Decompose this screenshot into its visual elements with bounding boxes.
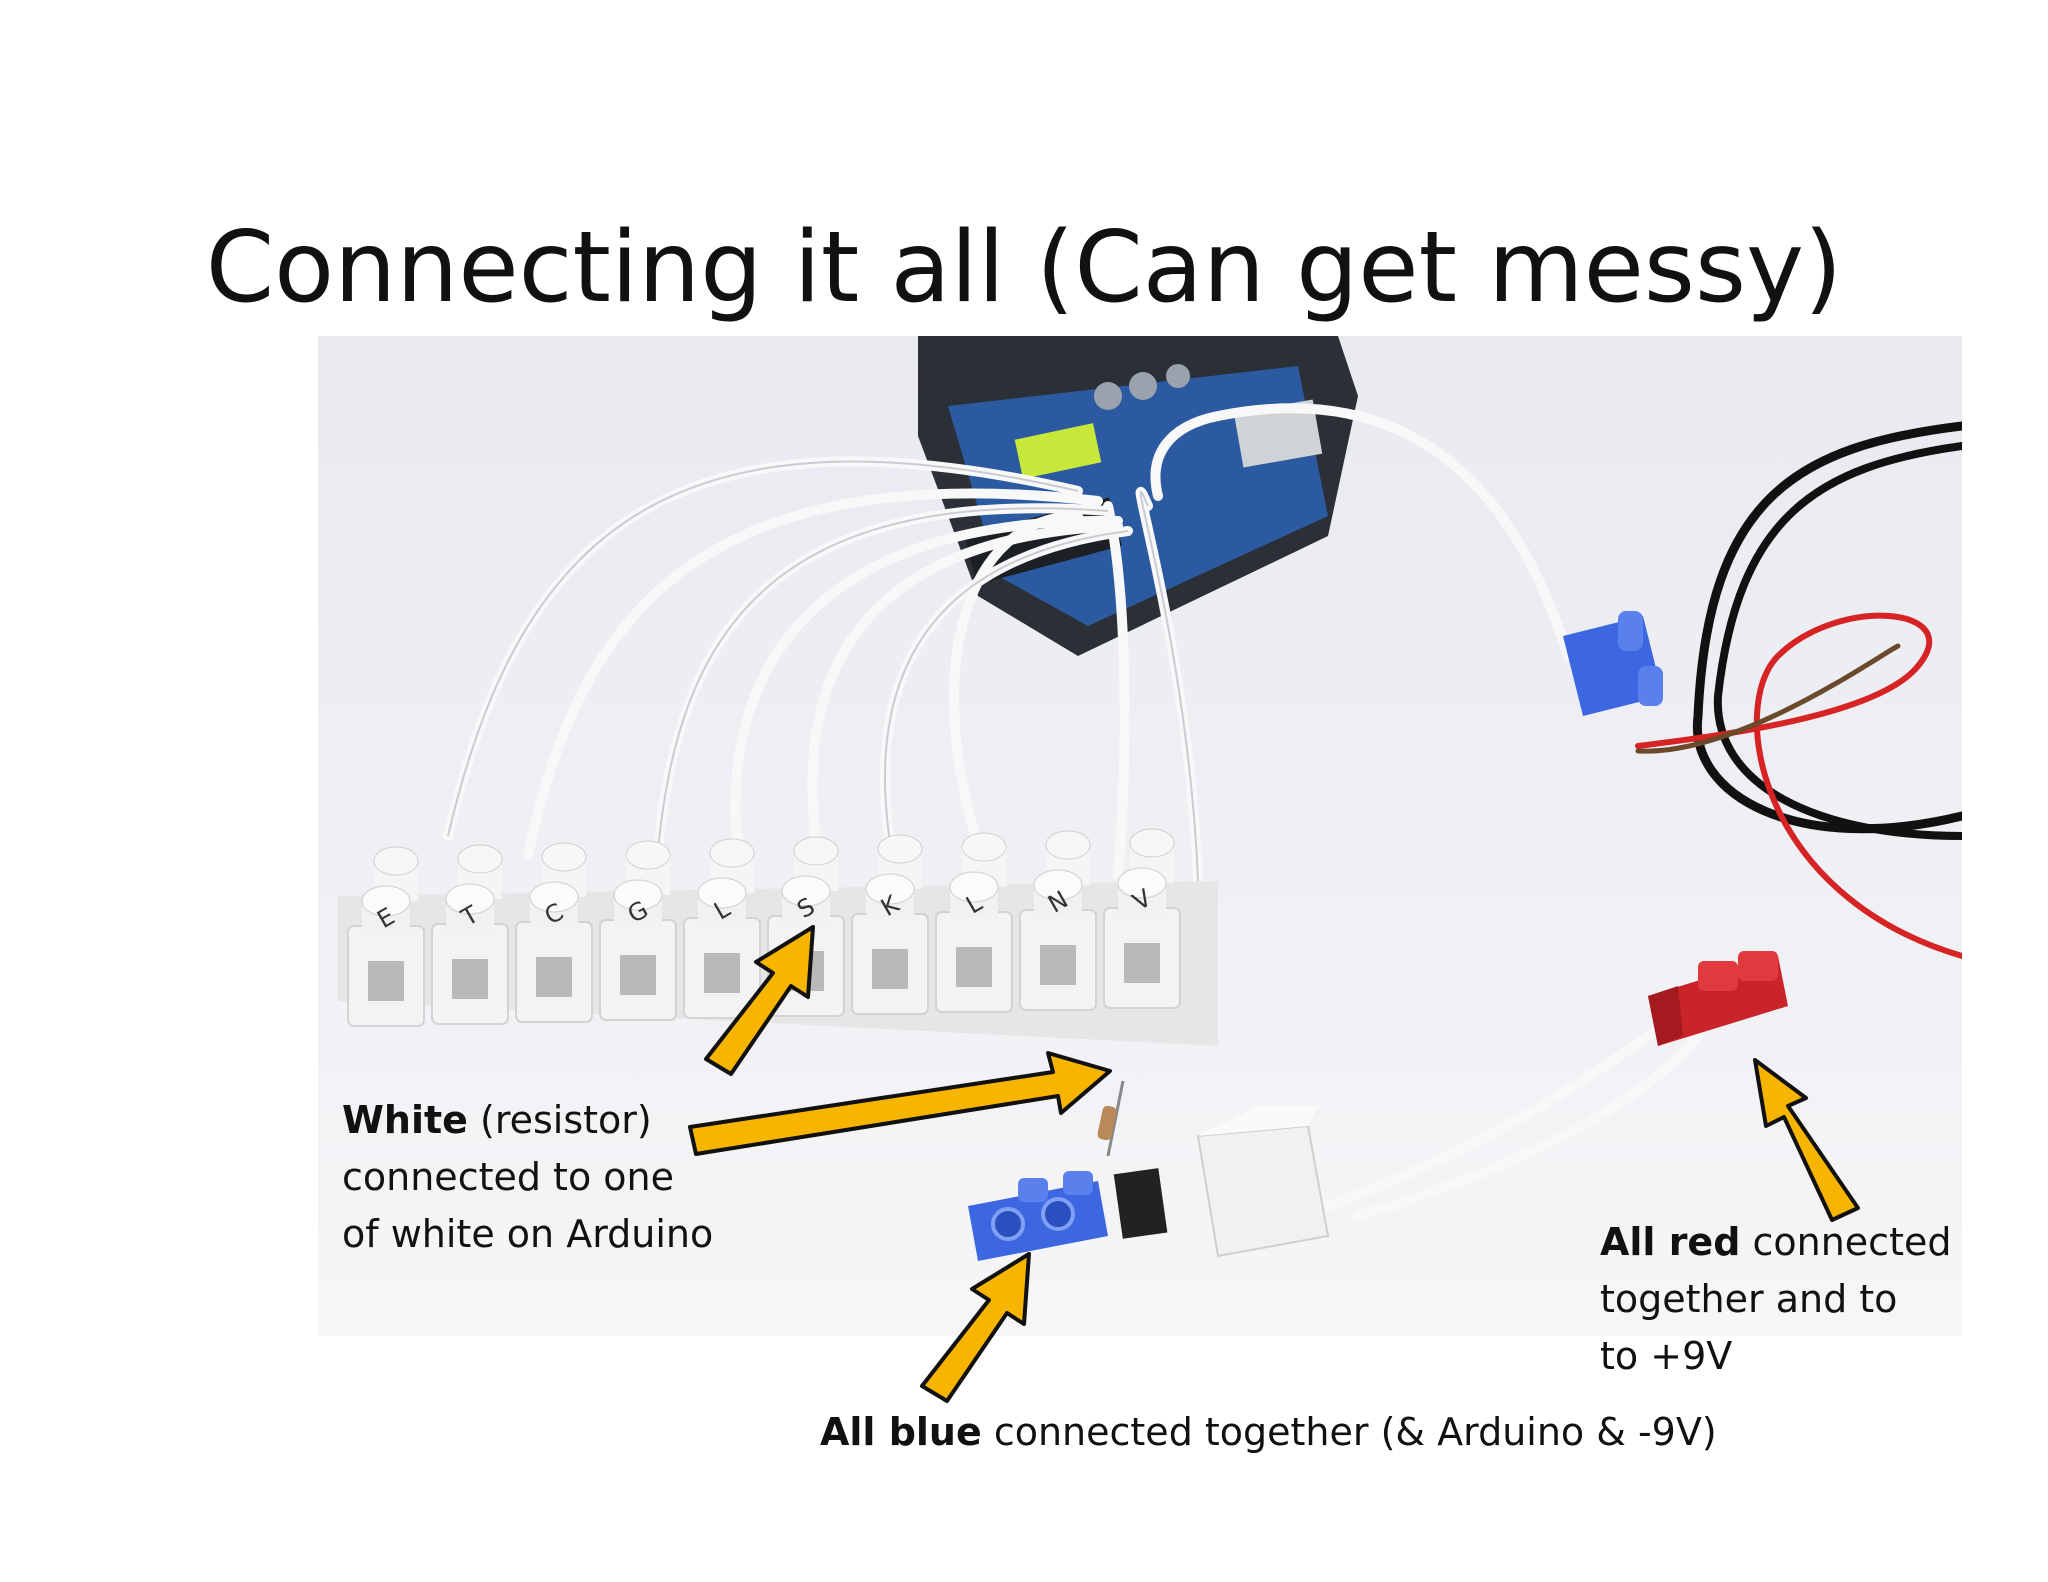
terminal-block: K — [851, 834, 929, 1015]
caption-blue: All blue connected together (& Arduino &… — [820, 1404, 1920, 1461]
caption-red: All red connected together and to to +9V — [1600, 1214, 2000, 1385]
transistor — [1113, 1168, 1168, 1239]
slide-title: Connecting it all (Can get messy) — [205, 211, 1843, 325]
arrow-blue — [704, 925, 815, 1076]
caption-white-line2: connected to one — [342, 1155, 674, 1199]
caption-red-bold: All red — [1600, 1220, 1741, 1264]
arrow-red — [1753, 1058, 1860, 1222]
terminal-block: G — [599, 840, 677, 1021]
caption-white-bold: White — [342, 1098, 468, 1142]
caption-red-line3: to +9V — [1600, 1334, 1733, 1378]
caption-blue-rest: connected together (& Arduino & -9V) — [981, 1410, 1717, 1454]
relay — [1196, 1106, 1330, 1258]
resistor — [1097, 1080, 1125, 1157]
blue-connector-top — [1563, 611, 1663, 716]
blue-connector-bottom — [968, 1171, 1108, 1261]
terminal-block: T — [431, 844, 509, 1025]
caption-white-line3: of white on Arduino — [342, 1212, 714, 1256]
terminal-block: L — [935, 832, 1013, 1013]
caption-red-line1: connected — [1740, 1220, 1952, 1264]
caption-red-line2: together and to — [1600, 1277, 1898, 1321]
power-cable — [1635, 421, 1962, 959]
terminal-block: L — [683, 838, 761, 1019]
terminal-block: C — [515, 842, 593, 1023]
terminal-block: E — [347, 846, 425, 1027]
red-connector — [1648, 951, 1788, 1046]
arrow-white — [688, 1051, 1112, 1156]
caption-white: White (resistor) connected to one of whi… — [342, 1092, 762, 1263]
terminal-block: N — [1019, 830, 1097, 1011]
terminal-block: V — [1103, 828, 1181, 1009]
caption-blue-bold: All blue — [820, 1410, 982, 1454]
caption-white-line1: (resistor) — [467, 1098, 652, 1142]
